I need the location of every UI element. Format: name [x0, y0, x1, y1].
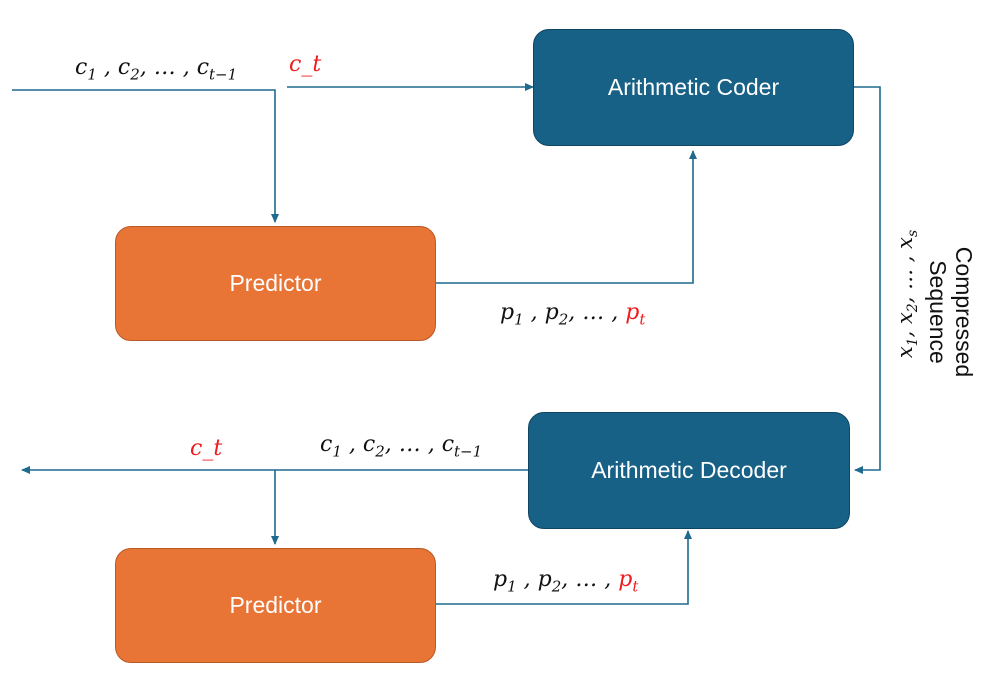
probability-label-top: p1 , p2, … , pt [500, 300, 646, 329]
compressed-vars-label: x1, x2, … , xs [893, 229, 922, 359]
predictor-top-box: Predictor [115, 226, 436, 341]
predictor-bottom-box: Predictor [115, 548, 436, 663]
predictor-top-label: Predictor [229, 270, 322, 296]
probability-label-bottom: p1 , p2, … , pt [493, 567, 639, 596]
current-symbol-bottom: c_t [190, 436, 223, 461]
compressed-sequence-title: Compressed Sequence [925, 246, 977, 378]
arrow-coder-to-decoder [854, 86, 881, 474]
arrow-context-to-predictor-top [12, 89, 279, 223]
context-label-top: c1 , c2, … , ct−1 [75, 55, 238, 84]
arrow-predictor-to-decoder [436, 530, 692, 605]
predictor-bottom-label: Predictor [229, 592, 322, 618]
arithmetic-decoder-label: Arithmetic Decoder [591, 457, 787, 483]
context-label-bottom: c1 , c2, … , ct−1 [320, 432, 483, 461]
arithmetic-coder-label: Arithmetic Coder [607, 74, 780, 100]
current-symbol-top: c_t [289, 52, 322, 77]
arrow-predictor-to-coder [436, 150, 697, 284]
arithmetic-coder-box: Arithmetic Coder [533, 29, 854, 146]
arithmetic-decoder-box: Arithmetic Decoder [528, 412, 850, 529]
